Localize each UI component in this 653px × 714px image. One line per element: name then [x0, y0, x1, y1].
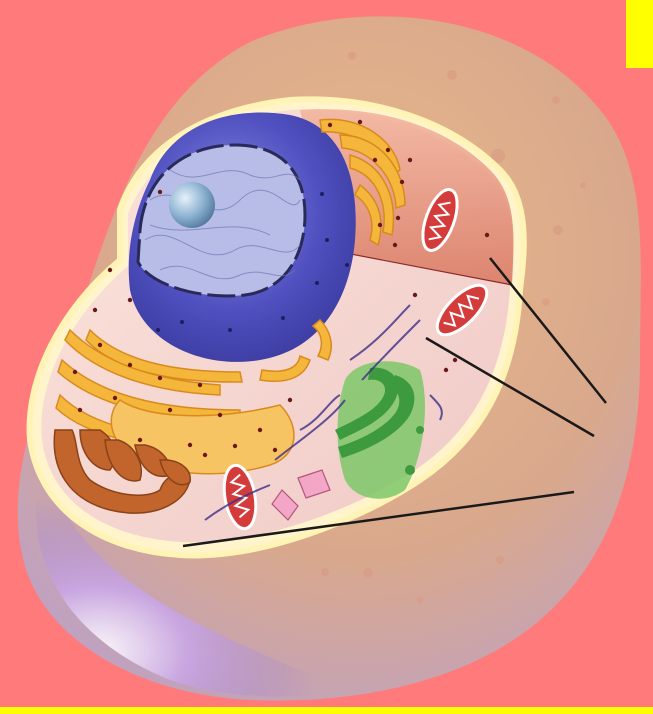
nucleolus	[169, 182, 215, 228]
